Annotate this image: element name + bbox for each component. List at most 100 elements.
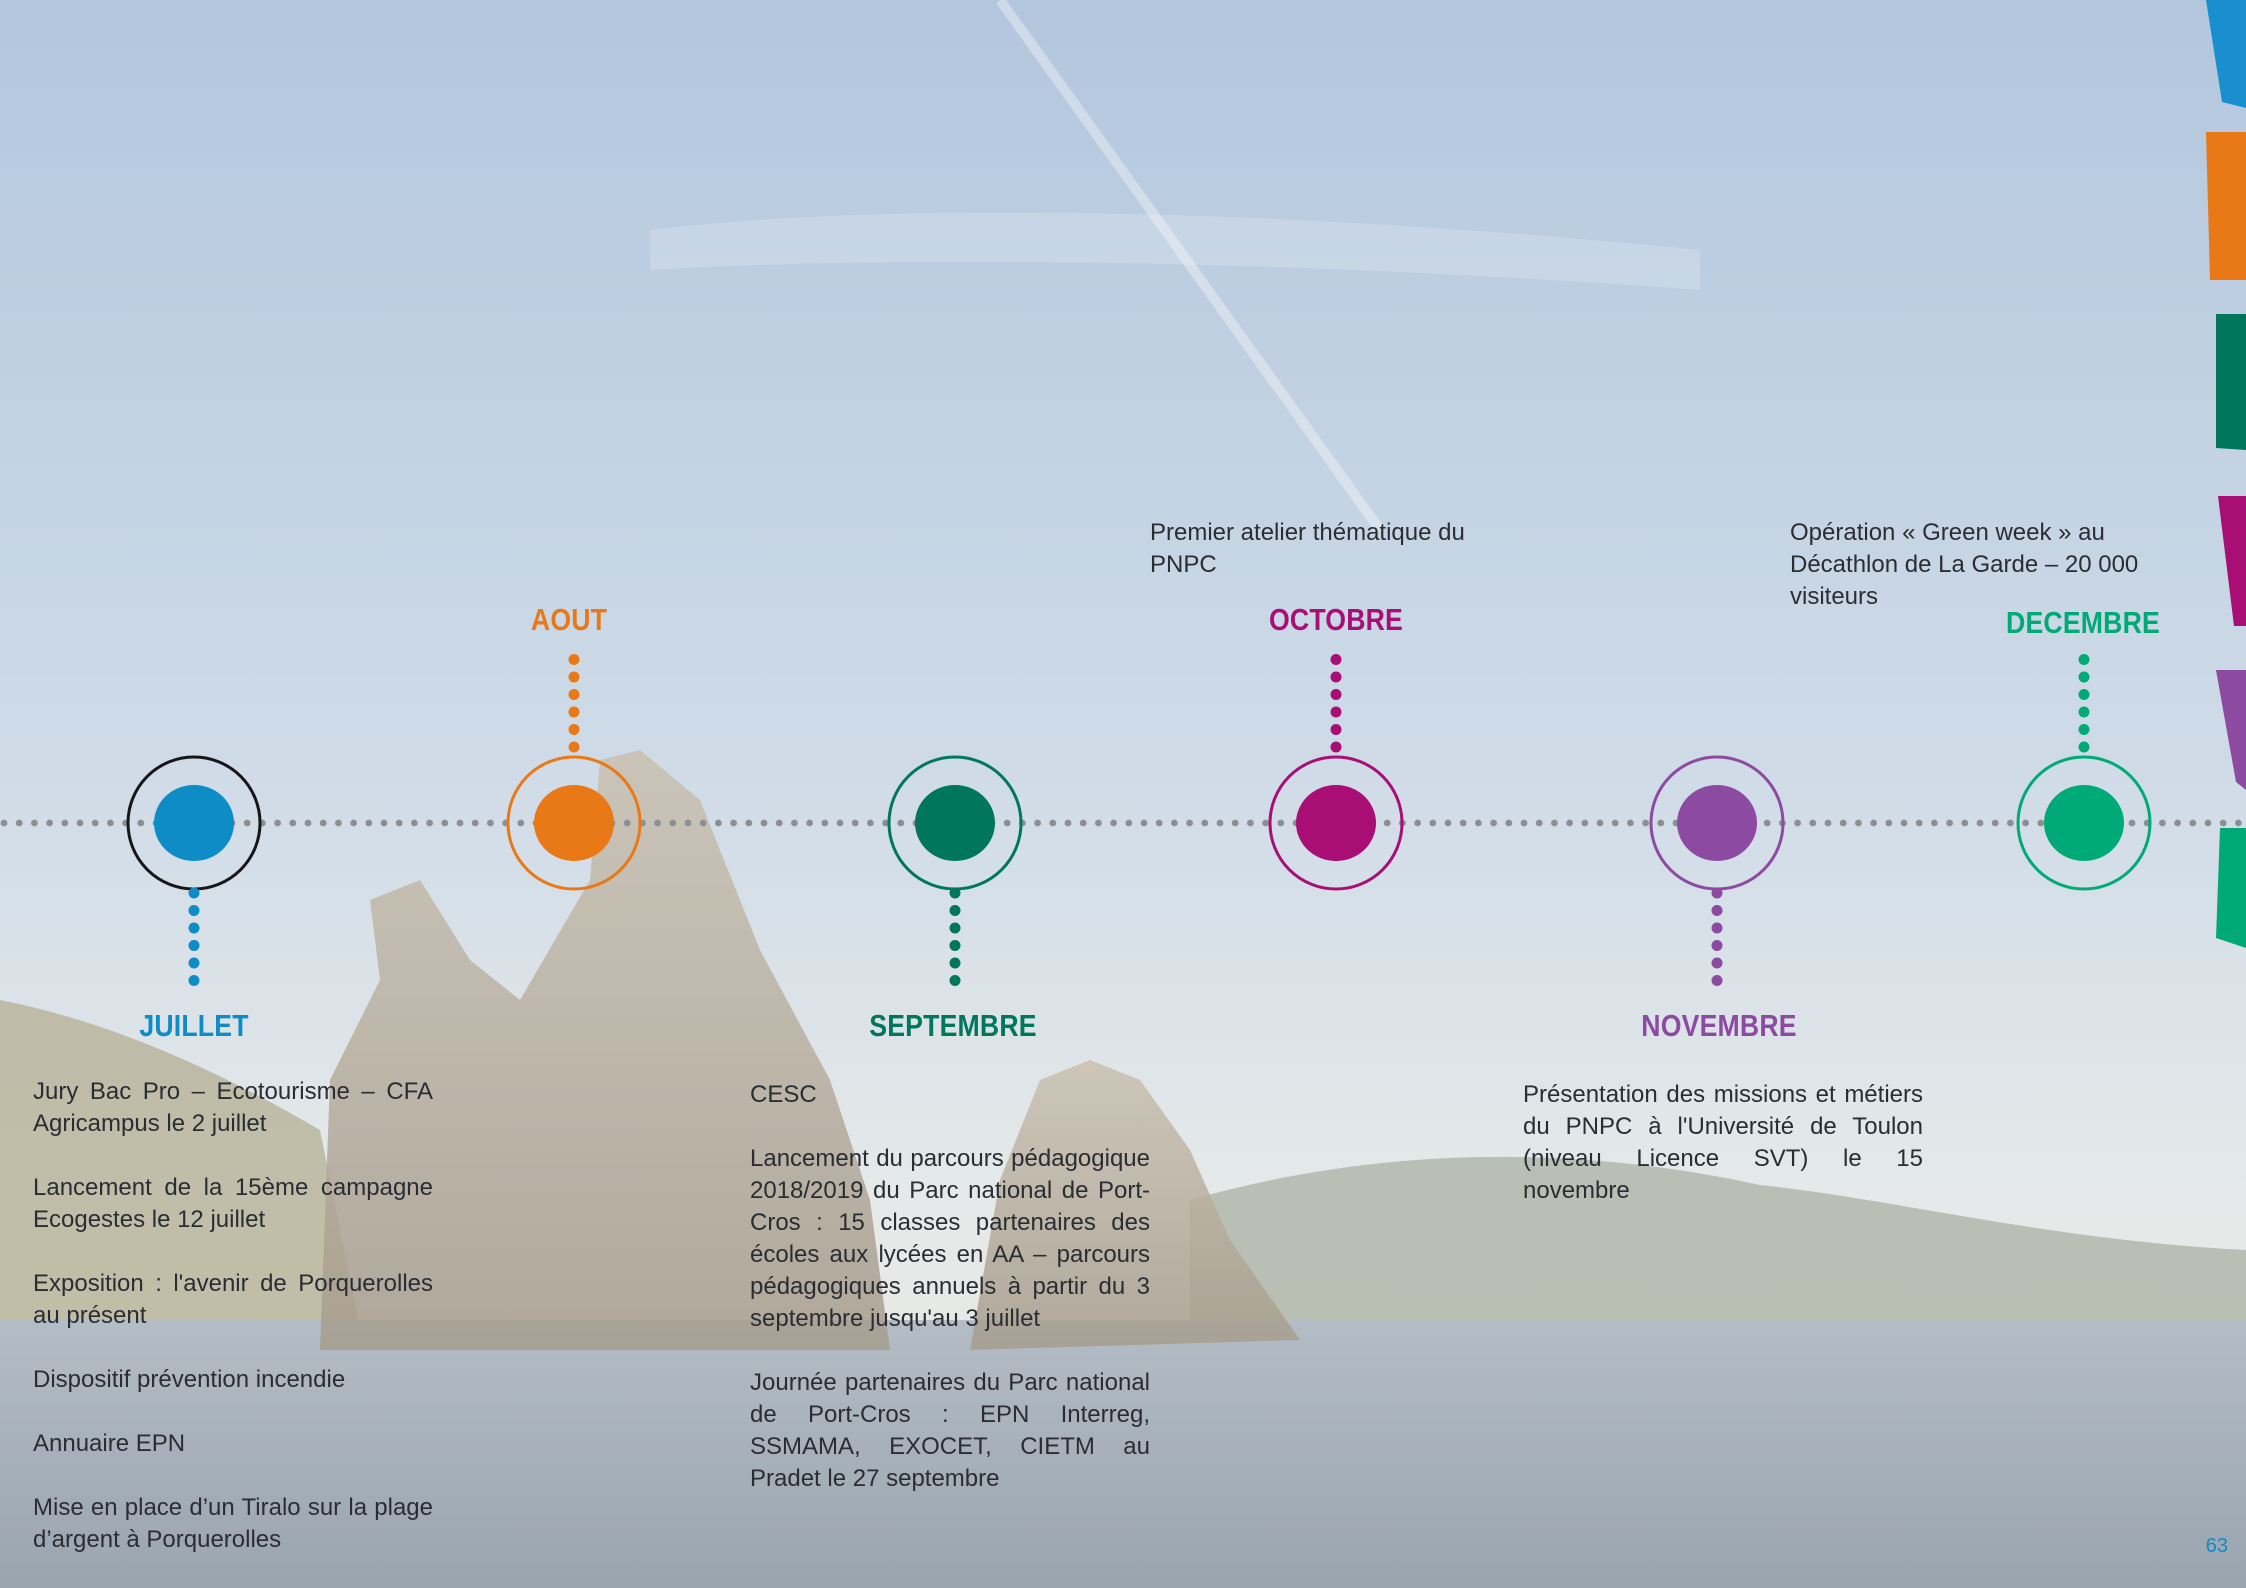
- timeline-connector-dot-decembre: [2078, 671, 2090, 683]
- timeline-axis-dot: [1642, 819, 1649, 827]
- timeline-axis-dot: [1763, 819, 1771, 827]
- timeline-axis-dot: [1900, 819, 1908, 827]
- timeline-connector-dot-aout: [568, 689, 580, 700]
- timeline-axis-dot: [730, 819, 737, 827]
- month-label-juillet: JUILLET: [139, 1008, 249, 1043]
- month-label-novembre: NOVEMBRE: [1641, 1008, 1797, 1043]
- event-text: Journée partenaires du Parc national de …: [750, 1369, 1150, 1492]
- timeline-node-decembre: [2044, 785, 2124, 861]
- timeline-axis-dot: [2128, 819, 2136, 827]
- timeline-axis-dot: [715, 819, 722, 827]
- month-label-aout: AOUT: [530, 602, 608, 637]
- timeline-connector-dot-octobre: [1330, 689, 1342, 700]
- side-tab-orange: [2206, 132, 2246, 280]
- timeline-axis-dot: [289, 819, 297, 827]
- timeline-axis-dot: [1155, 819, 1163, 827]
- timeline-axis-dot: [760, 819, 768, 827]
- timeline-axis-dot: [867, 819, 874, 827]
- timeline-axis-dot: [1915, 819, 1923, 827]
- event-text: CESC: [750, 1081, 817, 1108]
- timeline-axis-dot: [1505, 819, 1513, 827]
- timeline-node-octobre: [1296, 785, 1376, 861]
- timeline-axis-dot: [1429, 819, 1437, 827]
- timeline-axis-dot: [897, 819, 905, 827]
- timeline-axis-dot: [654, 819, 661, 827]
- timeline-axis-dot: [1201, 819, 1209, 827]
- timeline-axis-dot: [1961, 819, 1969, 827]
- timeline-axis-dot: [1809, 819, 1817, 827]
- timeline-axis-dot: [304, 819, 312, 827]
- timeline-axis-dot: [1596, 819, 1604, 827]
- timeline-axis-dot: [1140, 819, 1148, 827]
- timeline-connector-dot-juillet: [188, 922, 200, 934]
- timeline-connector-dot-aout: [568, 671, 580, 683]
- timeline-connector-dot-septembre: [949, 957, 961, 969]
- timeline-axis-dot: [1870, 819, 1877, 827]
- timeline-connector-dot-juillet: [188, 905, 200, 916]
- event-text: Lancement du parcours pédagogique 2018/2…: [750, 1145, 1150, 1332]
- timeline-axis-dot: [2219, 819, 2227, 827]
- timeline-connector-dot-septembre: [949, 887, 961, 899]
- timeline-connector-dot-septembre: [949, 940, 961, 951]
- event-text: Exposition : l'avenir de Porquerolles au…: [33, 1270, 433, 1329]
- timeline-axis-dot: [107, 819, 114, 827]
- timeline-axis-dot: [1581, 819, 1589, 827]
- timeline-connector-dot-novembre: [1711, 922, 1723, 934]
- side-tab-blue: [2206, 0, 2246, 108]
- timeline-axis-dot: [1216, 819, 1224, 827]
- timeline-axis-dot: [1064, 819, 1072, 827]
- timeline-connector-dot-octobre: [1330, 724, 1342, 735]
- side-tab-green: [2216, 828, 2246, 948]
- timeline-axis-dot: [46, 819, 53, 827]
- timeline-axis-dot: [395, 819, 403, 827]
- month-label-octobre: OCTOBRE: [1268, 602, 1404, 637]
- timeline-node-juillet: [154, 785, 234, 861]
- timeline-axis-dot: [1551, 819, 1558, 827]
- timeline-axis-dot: [243, 819, 251, 827]
- timeline-axis-dot: [821, 819, 829, 827]
- timeline-axis-dot: [1095, 819, 1102, 827]
- timeline-axis-dot: [2037, 819, 2045, 827]
- timeline-axis-dot: [1049, 819, 1057, 827]
- event-octobre: Premier atelier thématique du PNPC: [1150, 519, 1465, 578]
- timeline-axis-dot: [775, 819, 783, 827]
- timeline-connector-dot-novembre: [1711, 905, 1723, 916]
- timeline-axis-dot: [471, 819, 479, 827]
- timeline-axis-dot: [1414, 819, 1421, 827]
- timeline-axis-dot: [1931, 819, 1938, 827]
- timeline-axis-dot: [1003, 819, 1011, 827]
- timeline-connector-dot-novembre: [1711, 887, 1723, 899]
- timeline-connector-dot-octobre: [1330, 671, 1342, 683]
- timeline-axis-dot: [61, 819, 69, 827]
- timeline-axis-dot: [1611, 819, 1619, 827]
- timeline-node-ring-aout: [506, 755, 642, 891]
- timeline-connector-dot-decembre: [2078, 654, 2090, 665]
- event-text: Mise en place d’un Tiralo sur la plage d…: [33, 1494, 433, 1553]
- timeline-axis-dot: [350, 819, 357, 827]
- timeline-axis-dot: [1855, 819, 1862, 827]
- timeline-connector-dot-juillet: [188, 957, 200, 969]
- timeline-axis-dot: [319, 819, 327, 827]
- timeline-axis-dot: [487, 819, 494, 827]
- timeline-connector-dot-novembre: [1711, 940, 1723, 951]
- timeline-axis-dot: [1566, 819, 1573, 827]
- timeline-connector-dot-septembre: [949, 975, 961, 986]
- month-label-decembre: DECEMBRE: [2006, 605, 2160, 640]
- timeline-node-ring-octobre: [1268, 755, 1404, 891]
- timeline-axis-dot: [1079, 819, 1087, 827]
- timeline-axis-dot: [1885, 819, 1893, 827]
- timeline-axis-dot: [2159, 819, 2166, 827]
- timeline-axis-dot: [517, 819, 525, 827]
- timeline-axis-dot: [31, 819, 38, 827]
- timeline-axis-dot: [684, 819, 692, 827]
- timeline-axis-dot: [1946, 819, 1953, 827]
- timeline-axis-dot: [2189, 819, 2197, 827]
- timeline-axis-dot: [1034, 819, 1041, 827]
- side-tab-purple: [2216, 670, 2246, 790]
- timeline-axis-dot: [0, 819, 8, 827]
- timeline-connector-dot-decembre: [2078, 741, 2090, 753]
- timeline-axis-dot: [1490, 819, 1497, 827]
- event-text: Lancement de la 15ème campagne Ecogestes…: [33, 1174, 433, 1233]
- timeline-axis-dot: [1475, 819, 1482, 827]
